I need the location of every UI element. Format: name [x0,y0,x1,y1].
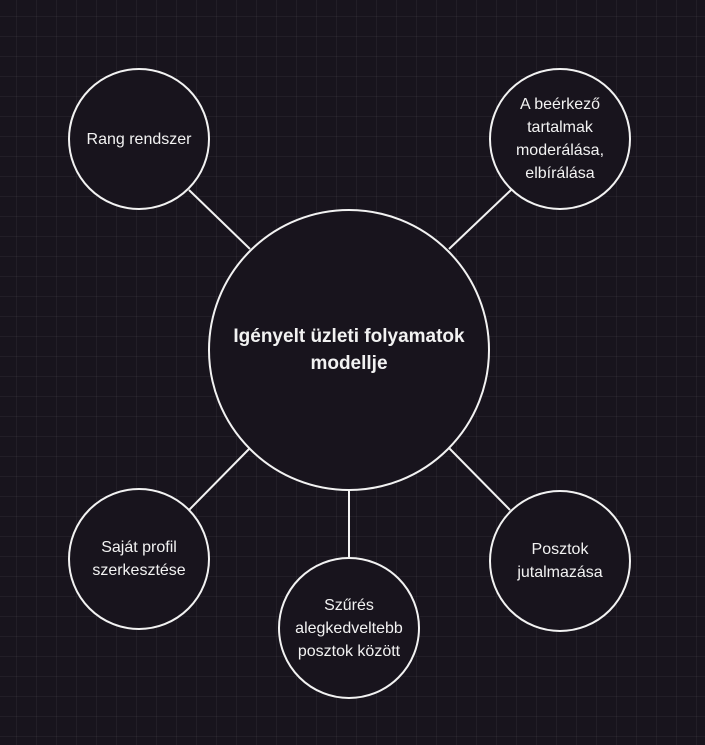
connector-rang [188,189,251,250]
node-jutalmazas: Posztok jutalmazása [489,490,631,632]
node-moderalas: A beérkező tartalmak moderálása, elbírál… [489,68,631,210]
connector-moderalas [448,189,512,250]
node-sajat-profil: Saját profil szerkesztése [68,488,210,630]
node-rang-rendszer: Rang rendszer [68,68,210,210]
connector-profil [188,447,251,511]
central-node: Igényelt üzleti folyamatok modellje [208,209,490,491]
node-szures: Szűrés alegkedveltebb posztok között [278,557,420,699]
connector-jutalmazas [448,447,511,511]
